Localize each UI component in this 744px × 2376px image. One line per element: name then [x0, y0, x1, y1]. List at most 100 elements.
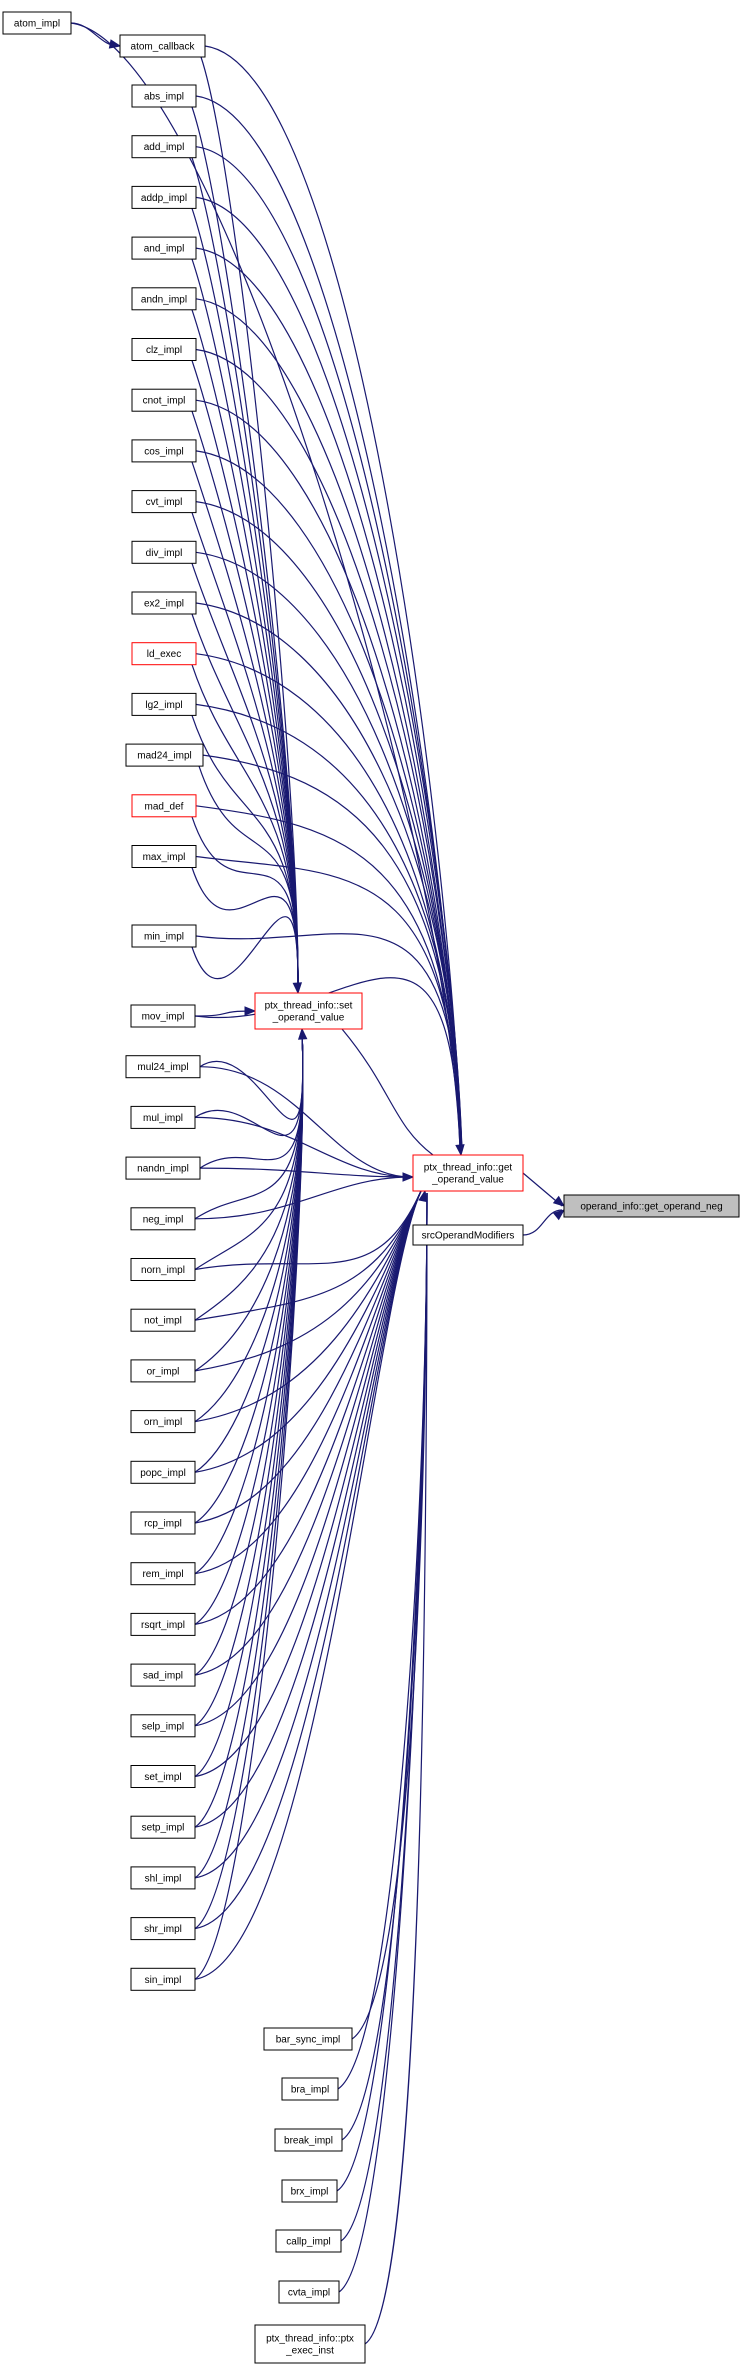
node-orn-impl[interactable]: orn_impl: [131, 1411, 195, 1433]
node-label: rcp_impl: [144, 1519, 182, 1530]
edge-set-operand-value-to-get-operand-value: [342, 1029, 433, 1155]
node-label: cvt_impl: [146, 497, 183, 508]
node-max-impl[interactable]: max_impl: [132, 846, 196, 868]
node-mul-impl[interactable]: mul_impl: [131, 1106, 195, 1128]
node-ex2-impl[interactable]: ex2_impl: [132, 592, 196, 614]
edge-shr_impl-to-get-operand-value: [195, 1191, 421, 1929]
node-get-operand-value[interactable]: ptx_thread_info::get_operand_value: [413, 1155, 523, 1191]
edge-nandn_impl-to-get-operand-value: [200, 1168, 411, 1177]
arrowhead-get-operand-neg-1: [554, 1197, 564, 1206]
node-label: bra_impl: [291, 2085, 329, 2096]
node-add-impl[interactable]: add_impl: [132, 136, 196, 158]
node-atom-impl[interactable]: atom_impl: [3, 12, 71, 34]
node-bra-impl[interactable]: bra_impl: [282, 2078, 338, 2100]
node-break-impl[interactable]: break_impl: [275, 2129, 342, 2151]
node-label: abs_impl: [144, 92, 184, 103]
node-nandn-impl[interactable]: nandn_impl: [126, 1157, 200, 1179]
edge-selp_impl-to-get-operand-value: [195, 1191, 421, 1726]
node-label: ptx_thread_info::ptx: [266, 2334, 354, 2345]
node-selp-impl[interactable]: selp_impl: [131, 1715, 195, 1737]
edge-mov_impl-to-set-operand-value: [195, 1011, 253, 1016]
node-label: mad24_impl: [137, 751, 191, 762]
edge-rsqrt_impl-to-get-operand-value: [195, 1191, 421, 1624]
node-mul24-impl[interactable]: mul24_impl: [126, 1056, 200, 1078]
edge-shr_impl-to-set-operand-value: [195, 1031, 303, 1929]
edge-mul24_impl-to-set-operand-value: [200, 1031, 303, 1119]
node-label: selp_impl: [142, 1721, 184, 1732]
node-label: and_impl: [144, 244, 185, 255]
node-mad-def[interactable]: mad_def: [132, 795, 196, 817]
node-label: ex2_impl: [144, 599, 184, 610]
edge-neg_impl-to-get-operand-value: [195, 1177, 411, 1219]
node-label: rsqrt_impl: [141, 1620, 185, 1631]
node-set-operand-value[interactable]: ptx_thread_info::set_operand_value: [255, 993, 362, 1029]
node-label: neg_impl: [143, 1214, 184, 1225]
node-atom-callback[interactable]: atom_callback: [120, 35, 205, 57]
node-label: srcOperandModifiers: [422, 1231, 515, 1242]
edge-div_impl-to-get-operand-value: [196, 552, 461, 1151]
node-cos-impl[interactable]: cos_impl: [132, 440, 196, 462]
node-label: _exec_inst: [285, 2346, 334, 2357]
node-label: cnot_impl: [143, 396, 186, 407]
node-brx-impl[interactable]: brx_impl: [282, 2180, 337, 2202]
arrowhead-get-operand-value-top: [456, 1145, 464, 1155]
node-label: _operand_value: [272, 1013, 345, 1024]
node-min-impl[interactable]: min_impl: [132, 925, 196, 947]
node-sin-impl[interactable]: sin_impl: [131, 1968, 195, 1990]
node-callp-impl[interactable]: callp_impl: [276, 2230, 341, 2252]
node-rsqrt-impl[interactable]: rsqrt_impl: [131, 1613, 195, 1635]
node-label: bar_sync_impl: [276, 2035, 340, 2046]
node-and-impl[interactable]: and_impl: [132, 237, 196, 259]
node-andn-impl[interactable]: andn_impl: [132, 288, 196, 310]
node-label: shr_impl: [144, 1924, 182, 1935]
node-label: operand_info::get_operand_neg: [580, 1202, 722, 1213]
node-label: div_impl: [146, 548, 183, 559]
edge-neg_impl-to-set-operand-value: [195, 1031, 303, 1219]
node-label: lg2_impl: [145, 700, 182, 711]
node-ptx-exec-inst[interactable]: ptx_thread_info::ptx_exec_inst: [255, 2325, 365, 2363]
node-mov-impl[interactable]: mov_impl: [131, 1005, 195, 1027]
node-cvt-impl[interactable]: cvt_impl: [132, 491, 196, 513]
node-shr-impl[interactable]: shr_impl: [131, 1918, 195, 1940]
node-label: add_impl: [144, 142, 185, 153]
node-rcp-impl[interactable]: rcp_impl: [131, 1512, 195, 1534]
node-abs-impl[interactable]: abs_impl: [132, 85, 196, 107]
node-set-impl[interactable]: set_impl: [131, 1766, 195, 1788]
node-neg-impl[interactable]: neg_impl: [131, 1208, 195, 1230]
node-label: ptx_thread_info::set: [265, 1001, 353, 1012]
node-norn-impl[interactable]: norn_impl: [131, 1259, 195, 1281]
node-mad24-impl[interactable]: mad24_impl: [126, 744, 203, 766]
node-or-impl[interactable]: or_impl: [131, 1360, 195, 1382]
arrowhead-atom-callback: [109, 40, 120, 48]
node-not-impl[interactable]: not_impl: [131, 1309, 195, 1331]
node-label: mov_impl: [142, 1012, 185, 1023]
node-get-operand-neg[interactable]: operand_info::get_operand_neg: [564, 1195, 739, 1217]
node-div-impl[interactable]: div_impl: [132, 541, 196, 563]
node-label: ld_exec: [147, 649, 181, 660]
node-rem-impl[interactable]: rem_impl: [131, 1563, 195, 1585]
node-label: clz_impl: [146, 345, 182, 356]
edge-min_impl-to-get-operand-value: [196, 934, 462, 1151]
node-ld-exec[interactable]: ld_exec: [132, 643, 196, 665]
node-setp-impl[interactable]: setp_impl: [131, 1816, 195, 1838]
node-addp-impl[interactable]: addp_impl: [132, 186, 196, 208]
node-label: norn_impl: [141, 1265, 185, 1276]
node-label: rem_impl: [142, 1569, 183, 1580]
node-clz-impl[interactable]: clz_impl: [132, 339, 196, 361]
node-label: shl_impl: [145, 1873, 182, 1884]
node-label: atom_callback: [131, 42, 196, 53]
node-bar-sync-impl[interactable]: bar_sync_impl: [264, 2028, 352, 2050]
node-lg2-impl[interactable]: lg2_impl: [132, 693, 196, 715]
node-sad-impl[interactable]: sad_impl: [131, 1664, 195, 1686]
node-srcOperandModifiers[interactable]: srcOperandModifiers: [413, 1225, 523, 1245]
edge-atom_callback-to-get-operand-value: [205, 46, 461, 1151]
node-popc-impl[interactable]: popc_impl: [131, 1461, 195, 1483]
node-label: mul_impl: [143, 1113, 183, 1124]
node-label: sin_impl: [145, 1975, 182, 1986]
node-cvta-impl[interactable]: cvta_impl: [279, 2281, 339, 2303]
node-cnot-impl[interactable]: cnot_impl: [132, 389, 196, 411]
edge-not_impl-to-set-operand-value: [195, 1031, 303, 1320]
node-label: not_impl: [144, 1316, 182, 1327]
edge-mul_impl-to-set-operand-value: [195, 1031, 303, 1136]
node-shl-impl[interactable]: shl_impl: [131, 1867, 195, 1889]
